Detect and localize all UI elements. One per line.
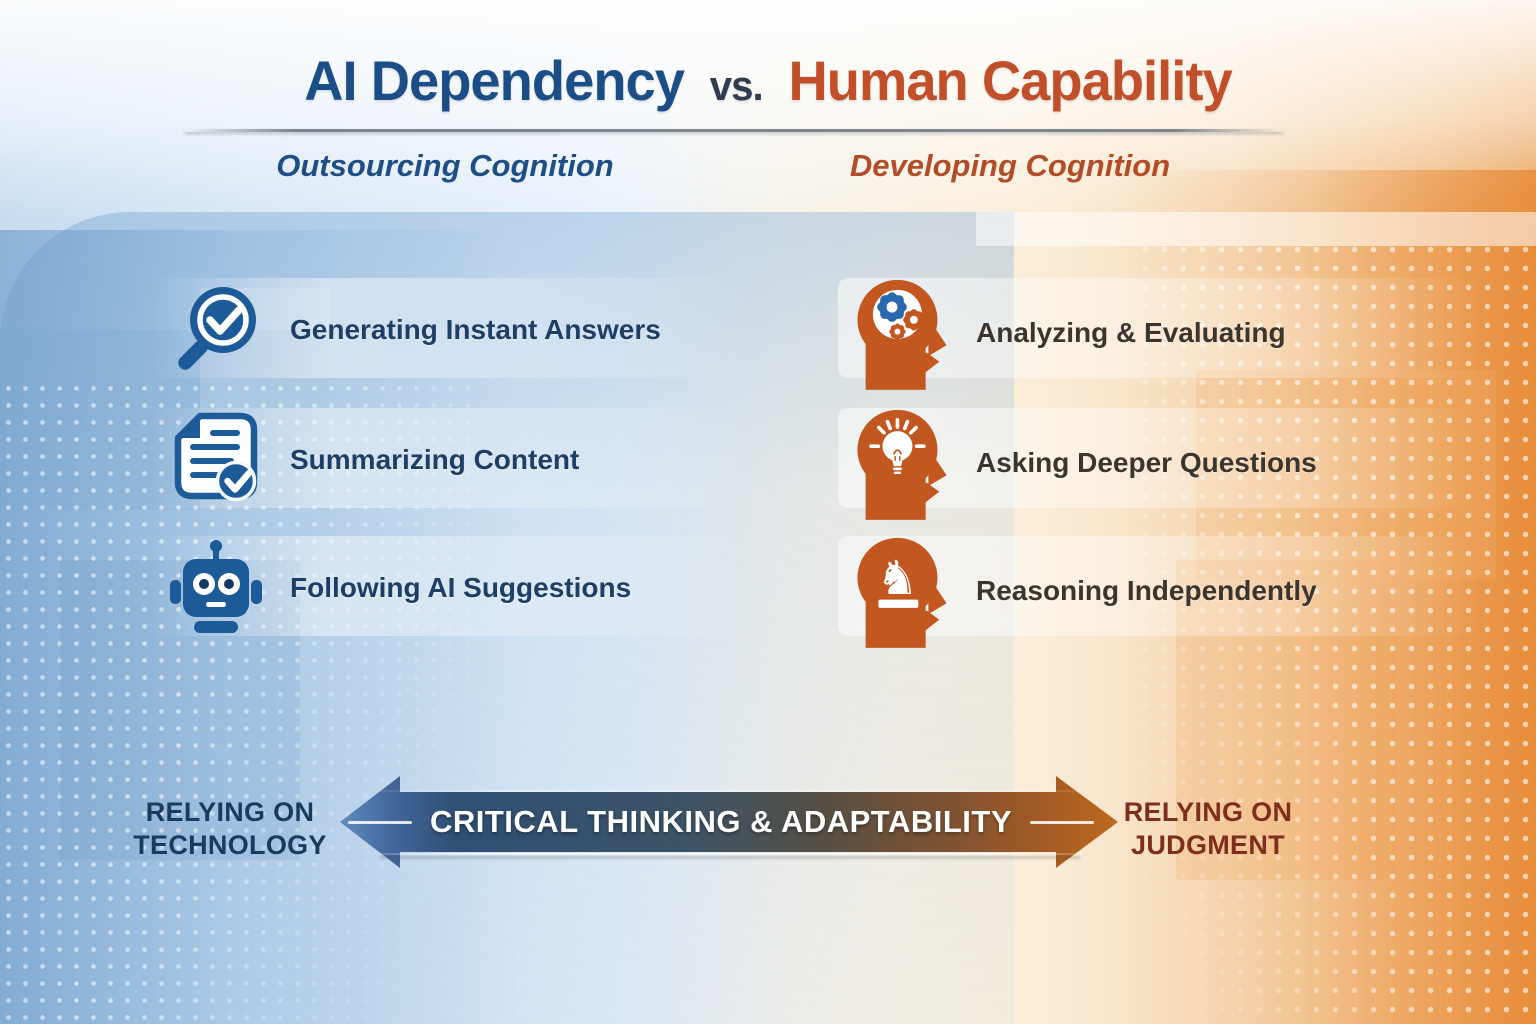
- footer-label-left-line2: TECHNOLOGY: [133, 830, 327, 860]
- list-item: ♞ Reasoning Independently: [852, 534, 1317, 648]
- list-item: Summarizing Content: [166, 410, 579, 510]
- list-item: Asking Deeper Questions: [852, 406, 1317, 520]
- footer-label-left-line1: RELYING ON: [145, 797, 315, 827]
- list-item: Following AI Suggestions: [166, 538, 631, 638]
- arrow-highlight-bottom: [360, 853, 1100, 855]
- arrow-dash-left: [347, 820, 412, 824]
- robot-icon: [166, 538, 266, 638]
- footer-label-right-line2: JUDGMENT: [1131, 830, 1285, 860]
- footer-label-right: RELYING ON JUDGMENT: [1088, 796, 1328, 862]
- row-band: [150, 536, 750, 636]
- row-band: [838, 408, 1478, 508]
- item-label: Asking Deeper Questions: [976, 447, 1317, 478]
- item-label: Analyzing & Evaluating: [976, 317, 1286, 348]
- footer-label-right-line1: RELYING ON: [1123, 797, 1293, 827]
- svg-text:♞: ♞: [876, 551, 918, 606]
- double-arrow-icon: [340, 776, 1118, 868]
- item-label: Following AI Suggestions: [290, 572, 632, 603]
- arrow-shadow: [380, 856, 1080, 859]
- head-knight-icon: ♞: [852, 534, 952, 648]
- title-right-part: Human Capability: [788, 49, 1233, 112]
- page-title: AI Dependency vs. Human Capability: [23, 48, 1513, 113]
- magnifier-check-icon: [166, 280, 266, 380]
- item-label: Reasoning Independently: [976, 575, 1317, 606]
- right-column-subtitle: Developing Cognition: [849, 148, 1171, 183]
- footer-label-left: RELYING ON TECHNOLOGY: [118, 796, 342, 862]
- arrow-dash-right: [1030, 820, 1094, 824]
- spectrum-arrow: CRITICAL THINKING & ADAPTABILITY: [340, 772, 1118, 872]
- arrow-text-row: CRITICAL THINKING & ADAPTABILITY: [340, 772, 1118, 872]
- document-check-icon: [166, 410, 266, 510]
- row-band: [838, 278, 1478, 378]
- head-gears-icon: [852, 276, 952, 390]
- item-label: Generating Instant Answers: [290, 314, 661, 345]
- title-divider: [185, 129, 1283, 132]
- arrow-highlight-top: [360, 790, 1100, 792]
- item-label: Summarizing Content: [290, 444, 580, 475]
- title-left-part: AI Dependency: [304, 49, 685, 112]
- left-column-subtitle: Outsourcing Cognition: [276, 148, 614, 183]
- list-item: Generating Instant Answers: [166, 280, 661, 380]
- list-item: Analyzing & Evaluating: [852, 276, 1286, 390]
- row-band: [838, 536, 1478, 636]
- title-separator: vs.: [709, 62, 764, 109]
- head-lightbulb-icon: [852, 406, 952, 520]
- arrow-label: CRITICAL THINKING & ADAPTABILITY: [429, 804, 1012, 839]
